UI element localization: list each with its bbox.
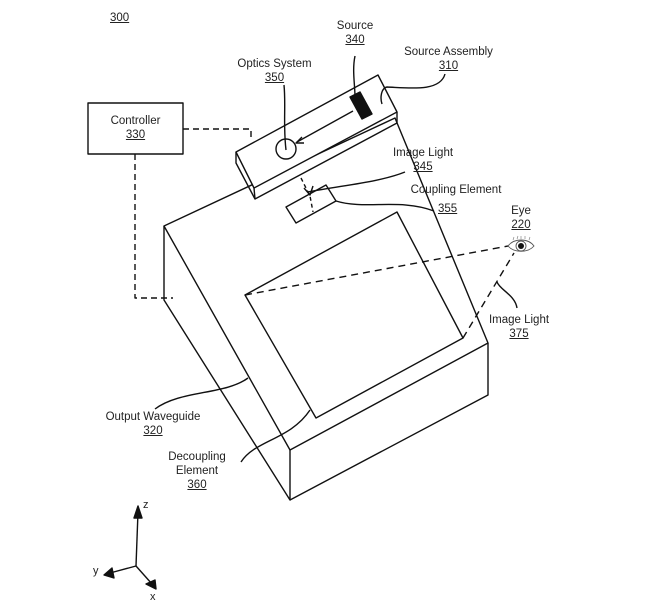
image-light-345-arrowhead — [303, 185, 314, 196]
figure-number: 300 — [110, 12, 130, 24]
eye-line-of-sight — [244, 245, 509, 296]
axis-y-label: y — [93, 565, 99, 577]
waveguide-front-face-edge — [289, 343, 489, 501]
image-light-345-path — [300, 177, 314, 213]
output-waveguide-label: Output Waveguide 320 — [105, 411, 201, 437]
controller-to-source-link — [183, 128, 252, 140]
leader-coupling-element — [335, 200, 435, 212]
internal-light-arrowhead — [295, 136, 304, 144]
leader-source — [352, 55, 356, 98]
coupling-element-ref: 355 — [438, 203, 458, 215]
waveguide-left-face-edge — [163, 226, 291, 501]
eye-label: Eye 220 — [511, 205, 531, 231]
leader-image-light-375 — [496, 281, 518, 309]
axis-x-line — [135, 565, 153, 585]
source-assembly-label: Source Assembly 310 — [404, 46, 493, 72]
image-light-345-label: Image Light 345 — [392, 147, 454, 173]
leader-output-waveguide — [154, 377, 249, 410]
internal-light-path — [296, 110, 354, 143]
controller-label: Controller 330 — [110, 115, 161, 141]
source-block — [349, 91, 373, 120]
axis-z-label: z — [143, 499, 149, 511]
image-light-375-label: Image Light 375 — [488, 314, 550, 340]
source-assembly-front-edge — [253, 187, 256, 200]
eye-icon — [507, 235, 535, 252]
coupling-element-label: Coupling Element — [410, 184, 502, 196]
leader-decoupling-element — [240, 409, 311, 463]
decoupling-element-label: Decoupling Element 360 — [168, 451, 226, 491]
image-light-375-path — [462, 252, 515, 339]
axis-z-line — [135, 511, 139, 567]
leader-image-light-345 — [307, 171, 406, 193]
leader-optics-system — [283, 84, 287, 151]
axis-y-arrow — [103, 567, 115, 579]
optics-system-label: Optics System 350 — [237, 58, 312, 84]
axis-x-label: x — [150, 591, 156, 603]
optics-system-circle — [275, 138, 297, 160]
axis-z-arrow — [133, 505, 143, 519]
controller-to-waveguide-link — [134, 154, 173, 299]
source-label: Source 340 — [336, 20, 374, 46]
axis-x-arrow — [145, 579, 157, 590]
axis-y-line — [109, 565, 137, 574]
leader-source-assembly — [380, 73, 446, 105]
